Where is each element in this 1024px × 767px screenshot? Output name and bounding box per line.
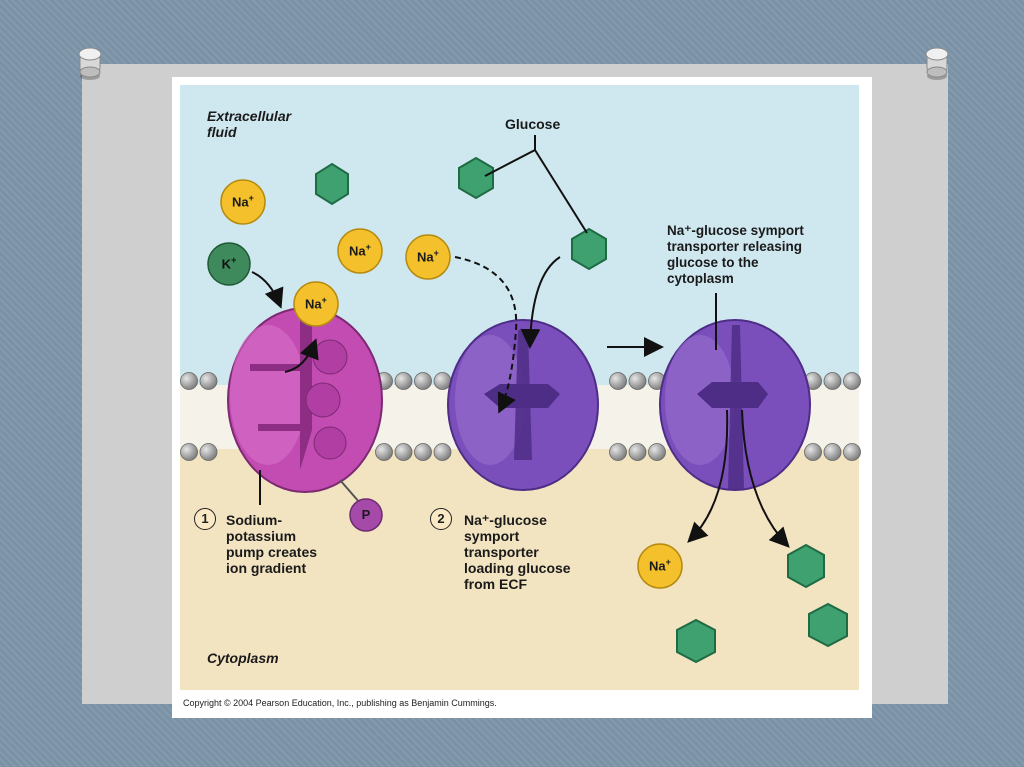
phospholipid-head [433, 372, 452, 390]
sodium-ion-label: Na+ [417, 248, 439, 265]
cytoplasm-label: Cytoplasm [207, 650, 279, 666]
glucose-import-arrow [520, 256, 561, 349]
pushpin-right-icon [925, 47, 949, 80]
symport-transporter-loading [447, 319, 599, 491]
phospholipid-head [628, 372, 647, 390]
glucose-leader-line [534, 149, 588, 234]
phospholipid-head [375, 443, 393, 461]
phospholipid-head [414, 372, 432, 390]
phospholipid-head [180, 443, 198, 461]
potassium-ion [207, 242, 251, 286]
symport-transporter-releasing [659, 319, 811, 491]
sodium-ion-label: Na+ [649, 557, 671, 574]
sodium-ion [337, 228, 383, 274]
phosphate-label: P [361, 507, 371, 522]
step-2-label: Na⁺-glucose symport transporter loading … [464, 512, 571, 592]
transporter-release-label: Na⁺-glucose symport transporter releasin… [667, 223, 804, 286]
glucose-molecule [808, 602, 848, 648]
sodium-ion-label: Na+ [305, 295, 327, 312]
copyright-notice: Copyright © 2004 Pearson Education, Inc.… [183, 698, 497, 708]
sodium-ion-label: Na+ [349, 242, 371, 259]
phospholipid-head [199, 443, 218, 461]
step-2-badge: 2 [430, 508, 452, 530]
phospholipid-head [648, 443, 666, 461]
phospholipid-head [609, 443, 627, 461]
sodium-ion-label: Na+ [232, 193, 254, 210]
potassium-ion-label: K+ [221, 255, 237, 272]
glucose-molecule [315, 162, 349, 206]
glucose-molecule [676, 618, 716, 664]
sodium-ion [637, 543, 683, 589]
na-export-arrow [284, 338, 319, 373]
glucose-molecule [571, 227, 607, 271]
sodium-ion [293, 281, 339, 327]
phospholipid-head [823, 443, 842, 461]
phospholipid-head [414, 443, 432, 461]
phospholipid-head [433, 443, 452, 461]
phospholipid-head [394, 372, 413, 390]
phosphate-group [349, 498, 383, 532]
na-release-arrow [687, 409, 729, 543]
na-import-dashed-arrow [454, 256, 518, 414]
phospholipid-head [199, 372, 218, 390]
phospholipid-head [843, 372, 861, 390]
step-1-badge: 1 [194, 508, 216, 530]
sodium-potassium-pump [227, 307, 383, 504]
phospholipid-head [180, 372, 198, 390]
phospholipid-head [804, 443, 822, 461]
glucose-release-arrow [741, 409, 790, 548]
phospholipid-head [843, 443, 861, 461]
glucose-label: Glucose [505, 116, 561, 132]
k-to-pump-arrow [251, 271, 284, 309]
pushpin-left-icon [78, 47, 102, 80]
step-1-label: Sodium-potassium pump creates ion gradie… [226, 512, 318, 576]
phospholipid-head [609, 372, 627, 390]
glucose-molecule [458, 156, 494, 200]
sodium-ion [405, 234, 451, 280]
glucose-molecule [787, 543, 825, 589]
phospholipid-head [394, 443, 413, 461]
extracellular-fluid-label: Extracellular fluid [207, 108, 292, 140]
phospholipid-head [823, 372, 842, 390]
sodium-ion [220, 179, 266, 225]
phospholipid-head [628, 443, 647, 461]
